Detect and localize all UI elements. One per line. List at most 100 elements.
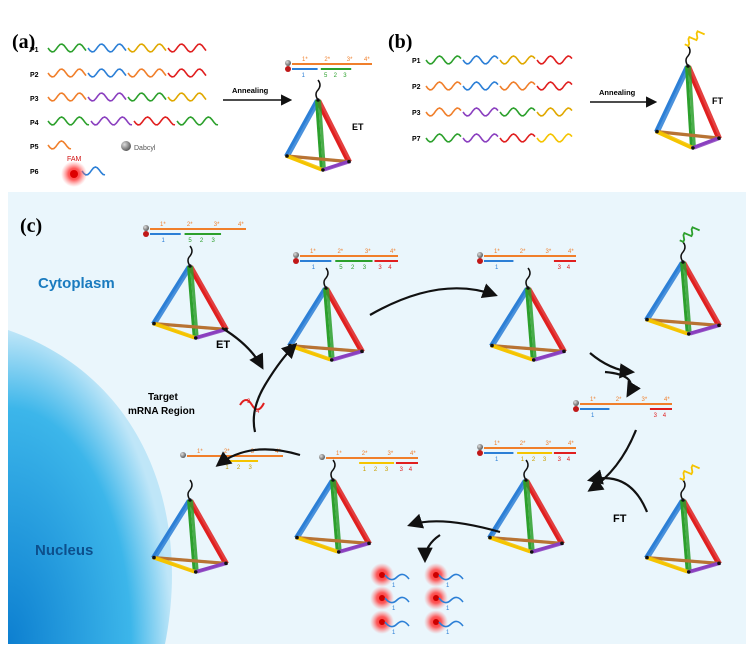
strand-p2-segment-1	[47, 68, 87, 78]
released-label-2: 1	[446, 583, 450, 589]
tetra-c-final	[151, 479, 229, 574]
edge-brown-b	[155, 322, 228, 331]
fam	[477, 258, 483, 264]
panel-b-strands	[425, 55, 573, 143]
edge-yellow-b	[493, 344, 536, 362]
top-label: 3*	[642, 397, 648, 403]
edge-red-b	[190, 499, 229, 565]
vertex-1	[288, 343, 292, 348]
top-label: 3*	[365, 249, 371, 255]
edge-brown-b	[155, 556, 228, 565]
green-label: 5	[339, 265, 343, 271]
linker	[323, 267, 329, 289]
green-label: 2	[200, 238, 204, 244]
top-label: 4*	[568, 441, 574, 447]
edge-red-b	[683, 261, 722, 327]
released-label-6: 1	[446, 630, 450, 636]
edge-blue-a	[151, 499, 190, 559]
top-label: 3*	[214, 222, 220, 228]
linker	[685, 45, 691, 67]
fam-label: FAM	[67, 156, 82, 163]
vertex-1	[645, 317, 649, 322]
top-label: 3*	[546, 249, 552, 255]
panel-a-label: (a)	[12, 31, 35, 53]
vertex-2	[224, 561, 228, 566]
released-label-5: 1	[392, 630, 396, 636]
strand-p1-segment-3	[127, 43, 167, 53]
red-label: 4	[567, 265, 571, 271]
yellow-label: 1	[225, 465, 229, 471]
fam	[293, 258, 299, 264]
edge-brown-b	[288, 154, 351, 164]
edge-purple-b	[339, 541, 371, 554]
quencher	[319, 454, 325, 460]
red-label: 3	[558, 265, 562, 271]
green-label: 5	[188, 238, 192, 244]
panel-b-strand-labels: P1 P2 P3 P7	[412, 58, 421, 143]
edge-red-a	[323, 287, 362, 353]
cycle-arrow-6	[252, 342, 298, 433]
strand-label-p4: P4	[30, 120, 39, 127]
top-label: 2*	[362, 451, 368, 457]
top-label: 4*	[238, 222, 244, 228]
blue-label: 1	[591, 413, 595, 419]
cycle-arrow-release-green	[589, 352, 636, 379]
fam-core-6	[433, 619, 439, 625]
edge-purple-b	[689, 323, 721, 336]
edge-purple-b	[196, 327, 228, 340]
ft-label: FT	[613, 513, 627, 525]
fam	[143, 231, 149, 237]
dabcyl-label: Dabcyl	[134, 145, 156, 152]
strand-p1-segment-2	[87, 43, 127, 53]
cycle-arrow-1	[369, 283, 498, 316]
strand-b-p2-segment-1	[425, 81, 462, 91]
edge-yellow-b	[648, 556, 691, 574]
linker	[525, 267, 531, 289]
edge-red-b	[688, 65, 722, 139]
fam-core-1	[379, 572, 385, 578]
edge-blue-a	[654, 65, 688, 133]
linker	[315, 79, 321, 101]
edge-brown-b	[648, 318, 721, 327]
strand-label-b-p2: P2	[412, 84, 421, 91]
fam-core-4	[433, 595, 439, 601]
released-strand-4	[438, 596, 464, 604]
cycle-arrow-5	[215, 448, 301, 467]
strand-p2-segment-3	[127, 68, 167, 78]
red-label: 4	[663, 413, 667, 419]
edge-blue-b	[490, 479, 529, 539]
edge-blue-a	[487, 479, 526, 539]
strand-p2-segment-2	[87, 68, 127, 78]
top-label: 2*	[224, 449, 230, 455]
blue-label: 1	[302, 73, 306, 79]
edge-yellow-b	[155, 322, 198, 340]
quencher	[477, 252, 483, 258]
et-product-label: ET	[352, 122, 364, 132]
edge-red-b	[326, 287, 365, 353]
ft-product-label: FT	[712, 96, 723, 106]
strand-b-p7-segment-1	[425, 133, 462, 143]
edge-brown-b	[491, 536, 564, 545]
yellow-label: 2	[532, 457, 536, 463]
vertex-3	[336, 550, 341, 554]
red-label: 4	[567, 457, 571, 463]
strand-b-p1-segment-4	[536, 55, 573, 65]
edge-blue-a	[151, 265, 190, 325]
top-label: 4*	[664, 397, 670, 403]
yellow-label: 1	[521, 457, 525, 463]
strand-b-p1-segment-3	[499, 55, 536, 65]
edge-blue-b	[154, 499, 193, 559]
edge-yellow-b	[291, 344, 334, 362]
edge-brown-b	[493, 344, 566, 353]
red-label: 3	[400, 467, 404, 473]
edge-red-a	[680, 499, 719, 565]
top-label: 1*	[197, 449, 203, 455]
strand-label-p6: P6	[30, 169, 39, 176]
et-label: ET	[216, 339, 230, 351]
top-label: 3*	[347, 57, 353, 63]
strand-label-p3: P3	[30, 96, 39, 103]
yellow-label: 2	[237, 465, 241, 471]
